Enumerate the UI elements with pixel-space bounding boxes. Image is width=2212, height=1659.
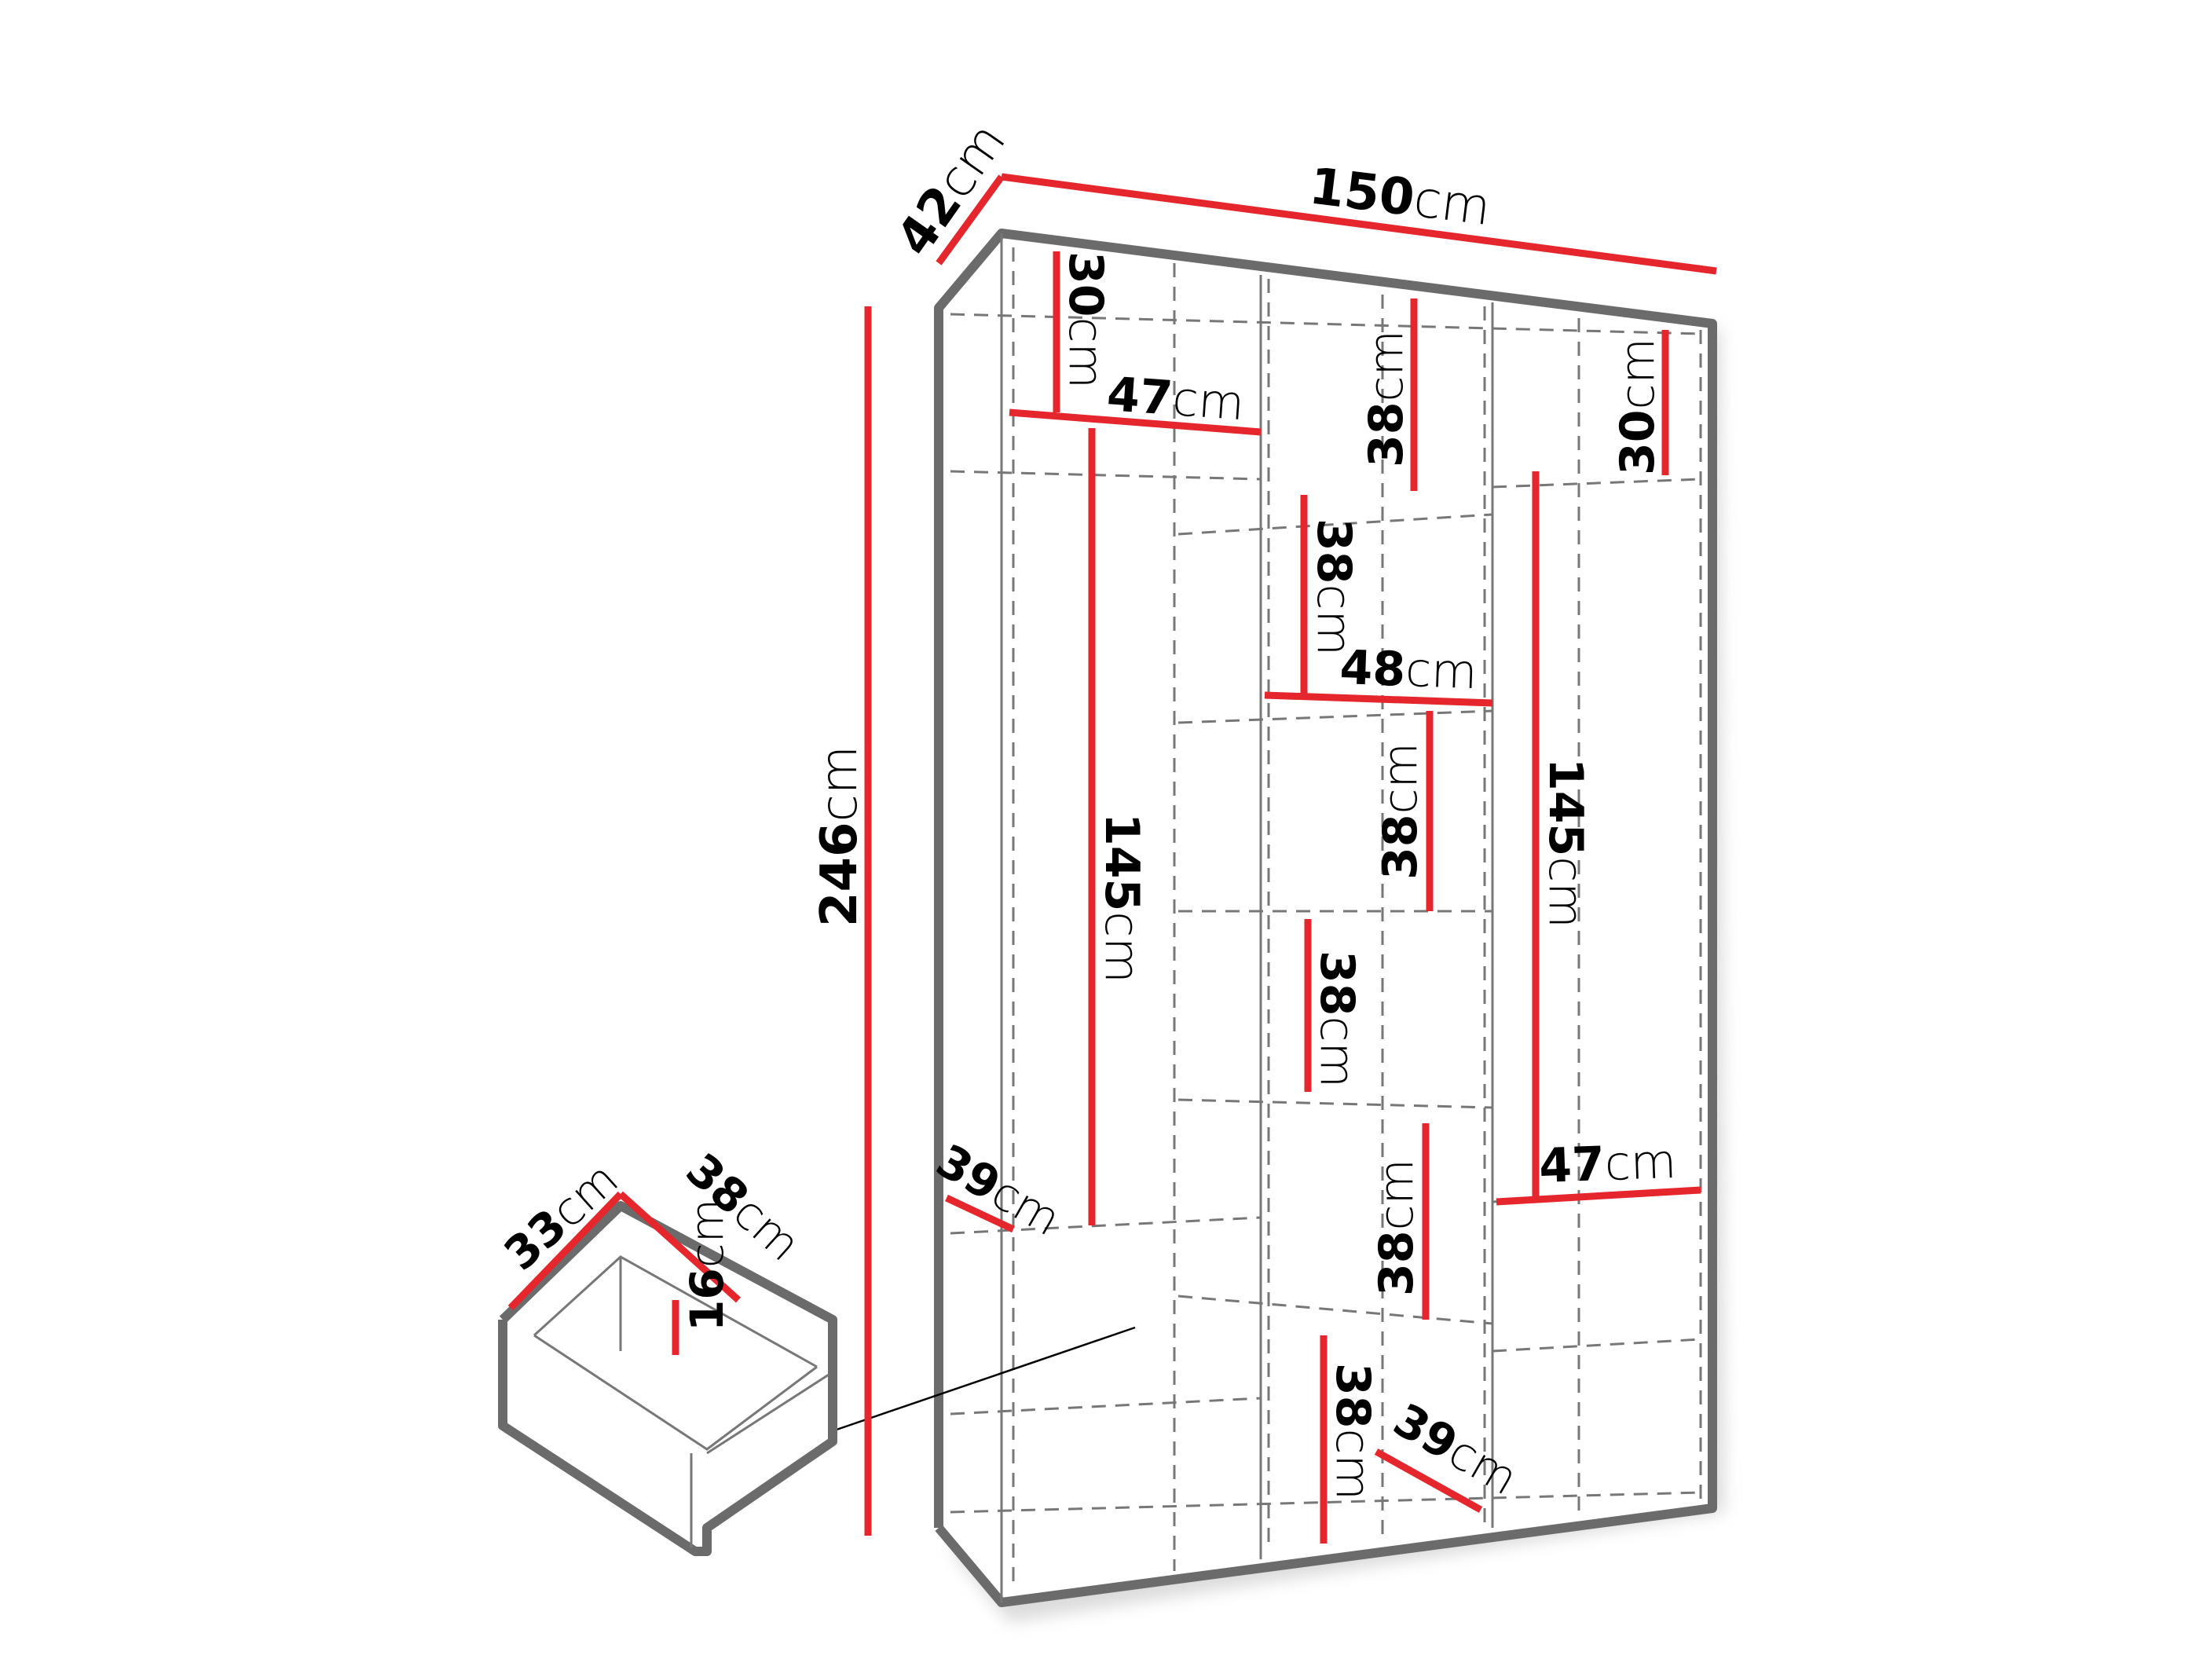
label-mid-bottom: 38cm xyxy=(1325,1363,1380,1500)
label-mid-shelf-3: 38cm xyxy=(1309,950,1364,1088)
dimension-labels: 42cm 150cm 246cm 30cm 47cm 145cm 39cm 38… xyxy=(494,113,1677,1506)
label-right-hanging: 145cm xyxy=(1538,758,1593,928)
label-width: 150cm xyxy=(1306,157,1493,237)
label-mid-shelf-1: 38cm xyxy=(1306,518,1361,656)
label-left-top-height: 30cm xyxy=(1058,251,1113,389)
label-right-top-height: 30cm xyxy=(1610,338,1665,475)
label-mid-width: 48cm xyxy=(1339,640,1478,700)
cabinet-body xyxy=(836,229,1717,1607)
label-mid-top: 38cm xyxy=(1359,330,1414,467)
label-height: 246cm xyxy=(811,745,869,927)
label-left-width: 47cm xyxy=(1105,367,1246,431)
label-mid-shelf-4: 38cm xyxy=(1369,1159,1424,1296)
label-mid-shelf-2: 38cm xyxy=(1373,742,1428,880)
dimension-lines xyxy=(507,173,1717,1544)
label-right-width: 47cm xyxy=(1538,1134,1677,1194)
label-drawer-height: 16cm xyxy=(680,1199,734,1331)
label-left-hanging: 145cm xyxy=(1094,813,1149,983)
